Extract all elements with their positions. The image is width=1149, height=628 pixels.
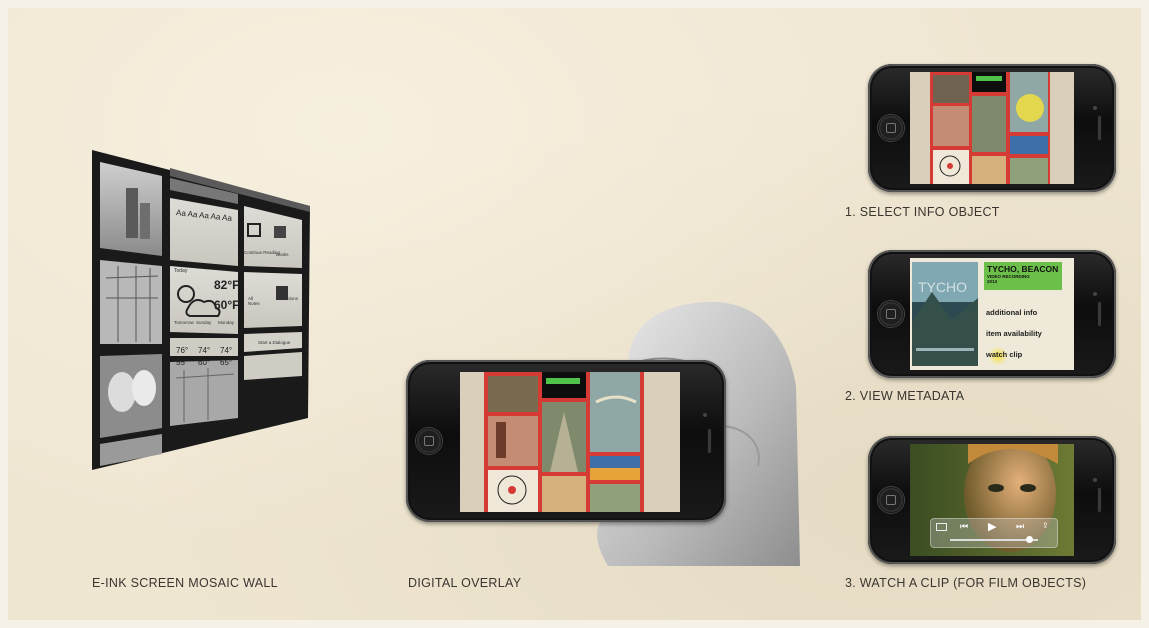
screen-toggle-icon[interactable] <box>936 523 947 531</box>
home-button[interactable] <box>878 487 904 513</box>
mosaic-all-notes: All Notes <box>248 296 260 306</box>
mosaic-forecast-lo-2: 60° <box>198 358 210 367</box>
metadata-header: TYCHO, BEACON VIDEO RECORDING 2013 <box>984 262 1062 290</box>
share-icon[interactable]: ⇪ <box>1042 521 1049 530</box>
rewind-icon[interactable]: ⏮ <box>960 521 968 532</box>
metadata-menu-item[interactable]: watch clip <box>986 350 1022 359</box>
step1-collage <box>910 72 1074 184</box>
play-icon[interactable]: ▶ <box>988 520 996 533</box>
mosaic-forecast-day-2: Sunday <box>196 320 211 325</box>
mosaic-forecast-lo-3: 65° <box>220 358 232 367</box>
step3-phone[interactable]: ⏮ ▶ ⏭ ⇪ <box>868 436 1116 564</box>
scrubber-track[interactable] <box>950 539 1038 541</box>
mosaic-weather-label: Today <box>174 268 187 274</box>
mosaic-forecast-day-1: Tomorrow <box>174 320 194 325</box>
speaker-grill <box>1097 115 1102 141</box>
camera-dot <box>703 413 707 417</box>
metadata-menu-item[interactable]: additional info <box>986 308 1037 317</box>
metadata-year: 2013 <box>984 279 1062 284</box>
mosaic-temp-low: 60°F <box>214 298 239 312</box>
step2-screen[interactable]: TYCHO TYCHO, BEACON VIDEO RECORDING 2013… <box>910 258 1074 370</box>
video-controls-bar[interactable]: ⏮ ▶ ⏭ ⇪ <box>930 518 1058 548</box>
scrubber-handle[interactable] <box>1026 536 1033 543</box>
camera-dot <box>1093 478 1097 482</box>
video-screen[interactable]: ⏮ ▶ ⏭ ⇪ <box>910 444 1074 556</box>
caption-overlay: DIGITAL OVERLAY <box>408 576 521 590</box>
mosaic-books: Books <box>276 252 289 257</box>
overlay-collage <box>460 372 680 512</box>
speaker-grill <box>1097 487 1102 513</box>
mosaic-continue-reading: Continue Reading <box>244 250 280 255</box>
camera-dot <box>1093 106 1097 110</box>
camera-dot <box>1093 292 1097 296</box>
speaker-grill <box>707 428 712 454</box>
step1-phone[interactable] <box>868 64 1116 192</box>
eink-mosaic-wall <box>88 148 318 478</box>
metadata-title: TYCHO, BEACON <box>984 262 1062 274</box>
home-button[interactable] <box>416 428 442 454</box>
fast-forward-icon[interactable]: ⏭ <box>1016 521 1024 532</box>
speaker-grill <box>1097 301 1102 327</box>
mosaic-forecast-lo-1: 55° <box>176 358 188 367</box>
svg-text:TYCHO: TYCHO <box>918 279 967 295</box>
mosaic-forecast-hi-3: 74° <box>220 346 232 355</box>
home-button[interactable] <box>878 115 904 141</box>
caption-step3: 3. WATCH A CLIP (FOR FILM OBJECTS) <box>845 576 1086 590</box>
mosaic-forecast-day-3: Monday <box>218 320 234 325</box>
home-button[interactable] <box>878 301 904 327</box>
caption-step1: 1. SELECT INFO OBJECT <box>845 205 1000 219</box>
mosaic-start-dialogue: Start a Dialogue <box>258 340 290 345</box>
overlay-phone[interactable] <box>406 360 726 522</box>
mosaic-temp-high: 82°F <box>214 278 239 292</box>
mosaic-forecast-hi-2: 74° <box>198 346 210 355</box>
caption-step2: 2. VIEW METADATA <box>845 389 964 403</box>
mosaic-forecast-hi-1: 76° <box>176 346 188 355</box>
mosaic-collections: Collections <box>276 296 298 301</box>
caption-mosaic: E-INK SCREEN MOSAIC WALL <box>92 576 278 590</box>
step2-phone[interactable]: TYCHO TYCHO, BEACON VIDEO RECORDING 2013… <box>868 250 1116 378</box>
overlay-phone-screen[interactable] <box>460 372 680 512</box>
step1-screen[interactable] <box>910 72 1074 184</box>
album-cover: TYCHO <box>912 262 978 366</box>
metadata-menu-item[interactable]: item availability <box>986 329 1042 338</box>
